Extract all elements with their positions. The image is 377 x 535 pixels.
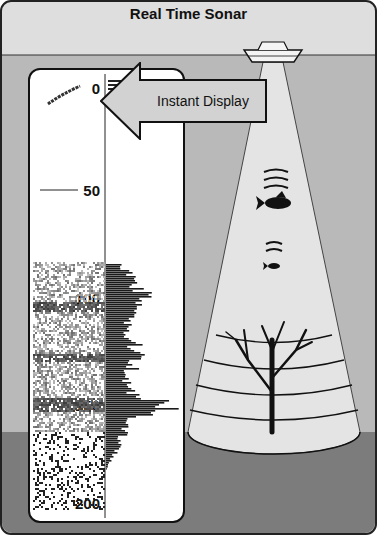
depth-number: 150 bbox=[58, 396, 100, 416]
depth-number: 50 bbox=[58, 181, 100, 201]
fish bbox=[256, 191, 291, 210]
small-fish bbox=[263, 262, 280, 270]
figure-title: Real Time Sonar bbox=[0, 5, 377, 22]
arrow-outline bbox=[101, 63, 266, 139]
cone-bottom bbox=[188, 432, 360, 454]
depth-number: 100 bbox=[58, 289, 100, 309]
arrow-label: Instant Display bbox=[140, 80, 266, 122]
water-surface bbox=[2, 55, 375, 56]
depth-number: 200 bbox=[58, 494, 100, 514]
sound-waves bbox=[264, 170, 288, 252]
instant-display-arrow: Instant Display bbox=[100, 62, 268, 140]
boat bbox=[244, 42, 302, 62]
depth-number: 0 bbox=[58, 79, 100, 99]
sonar-display: 0 50 100 150 200 bbox=[28, 68, 185, 523]
submerged-tree bbox=[226, 322, 312, 432]
